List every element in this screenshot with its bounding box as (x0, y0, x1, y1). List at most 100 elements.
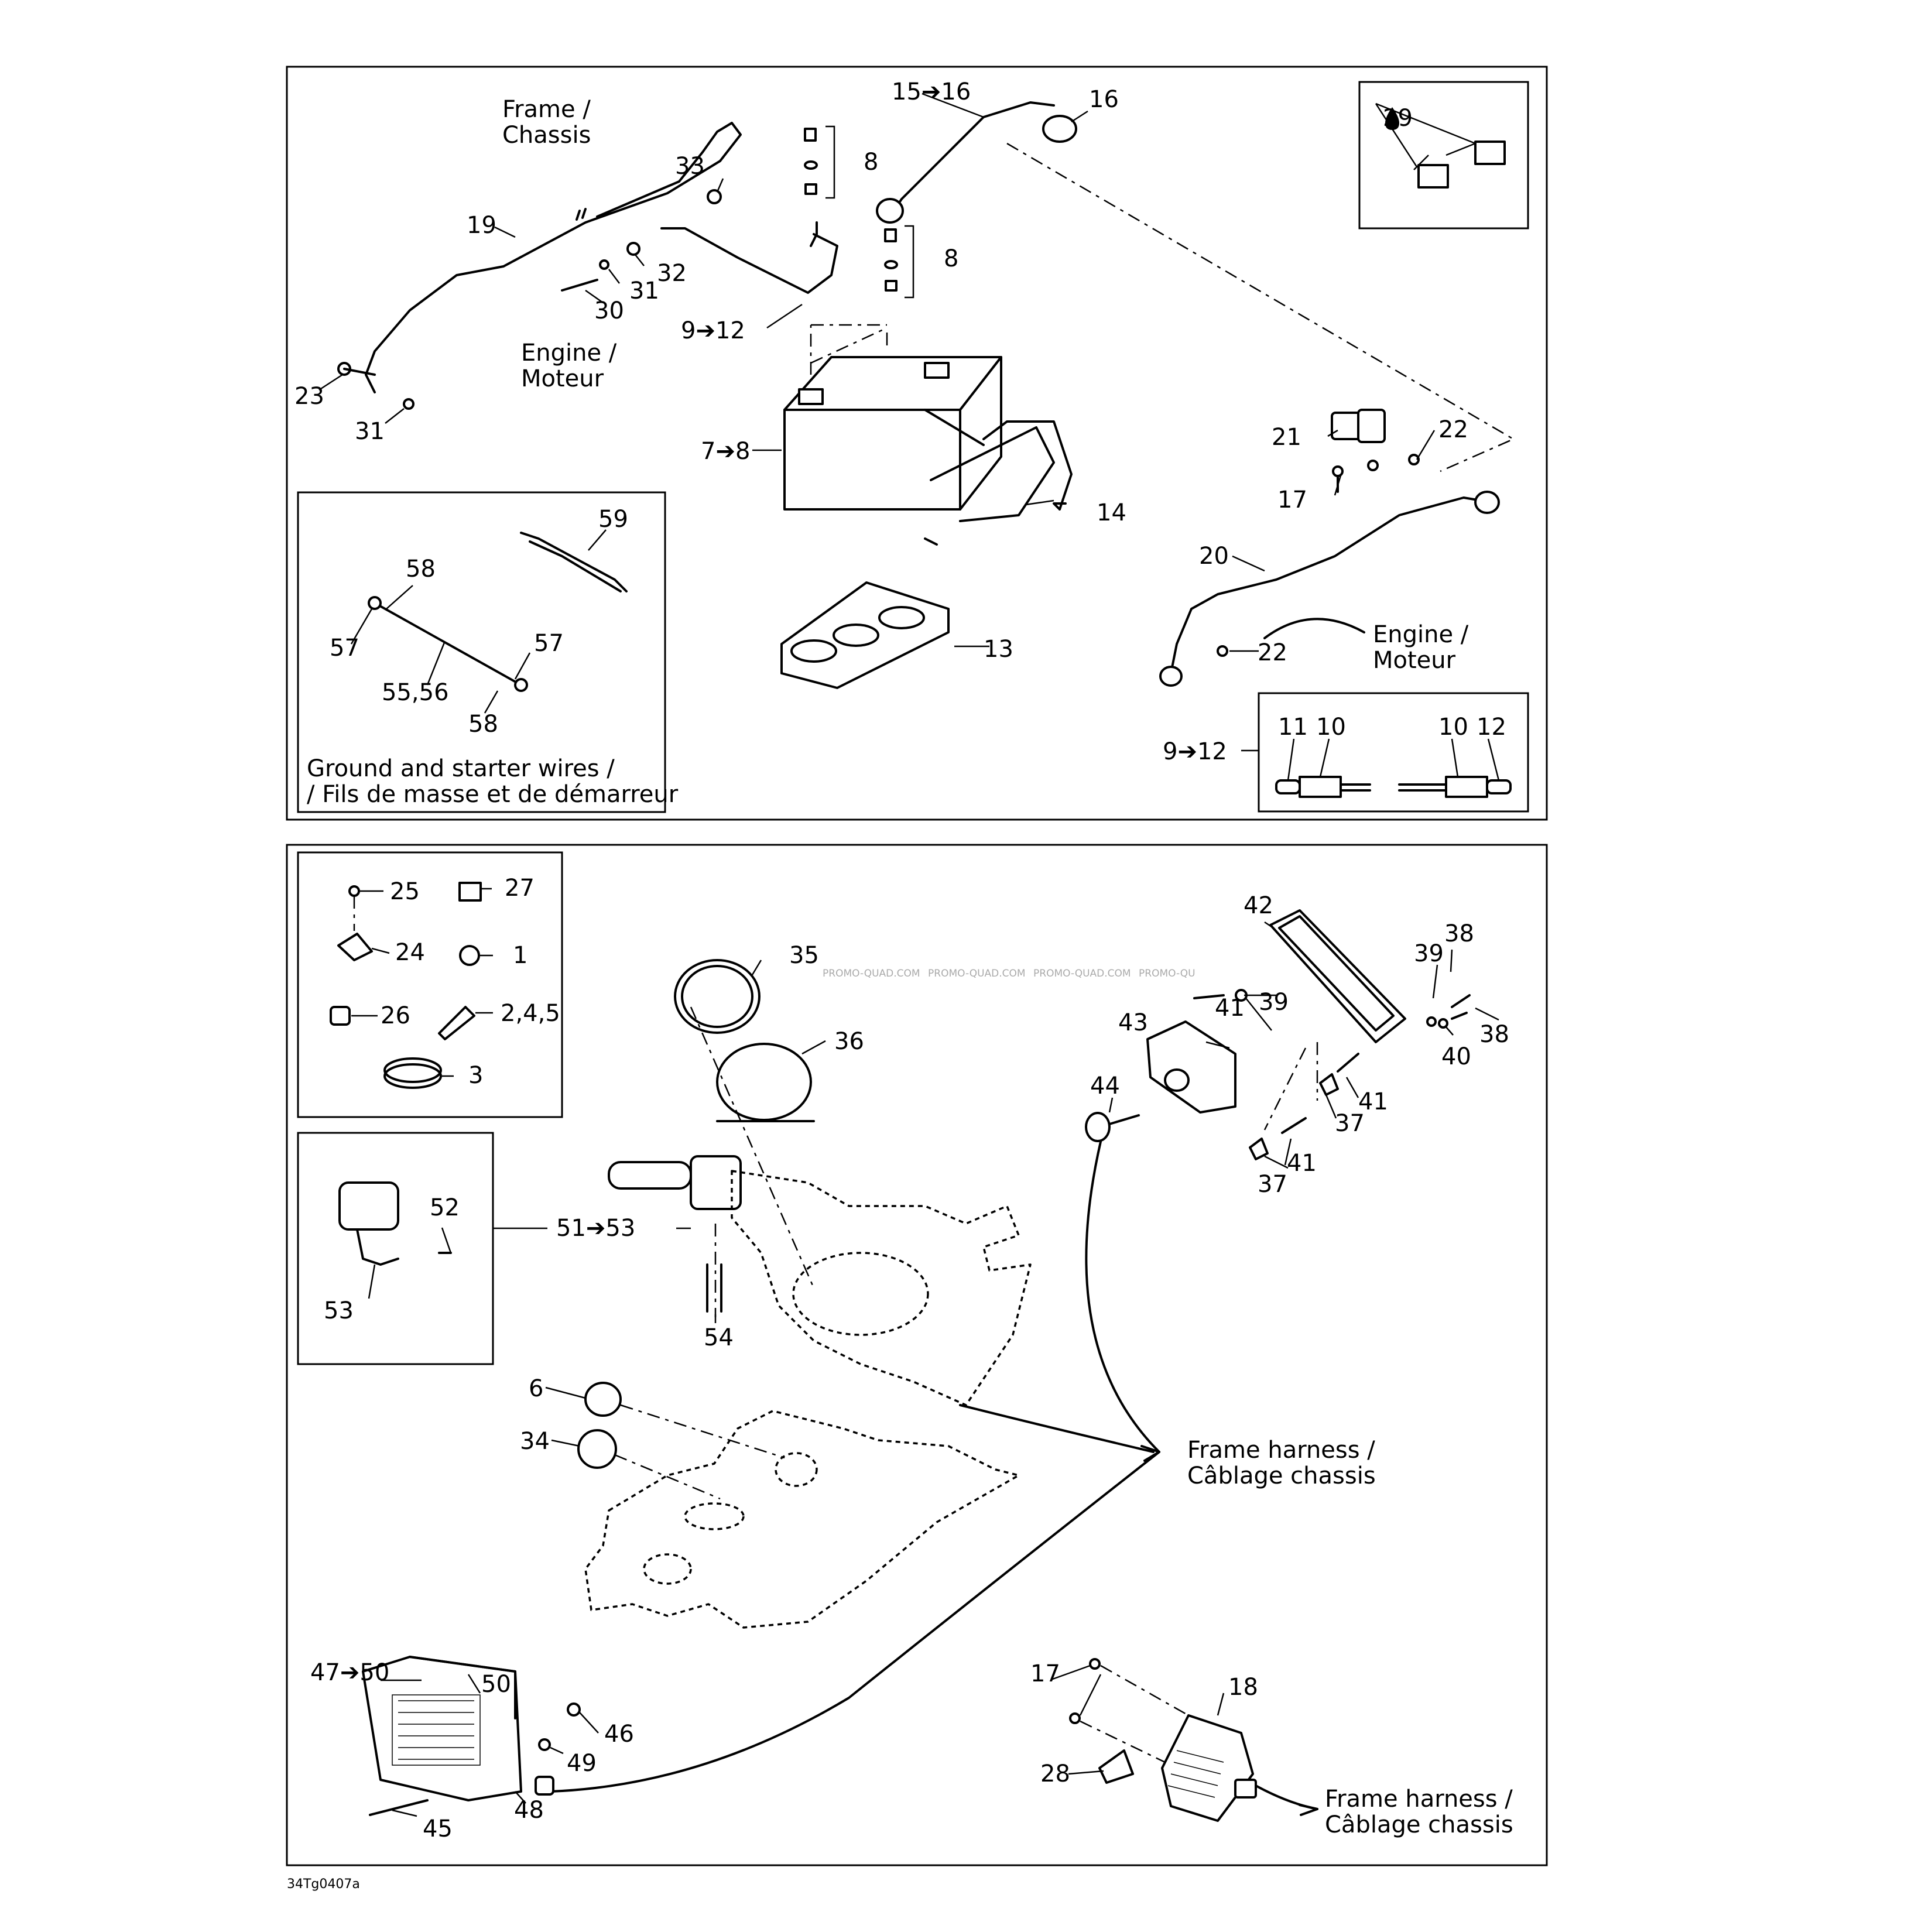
ref-17-bottom: 17 (1030, 1660, 1060, 1687)
ref-54: 54 (704, 1324, 734, 1351)
connector-29a (1417, 164, 1449, 189)
connector-48 (535, 1776, 554, 1796)
ground-wires-label-2: / Fils de masse et de démarreur (307, 781, 679, 808)
ref-38b: 38 (1479, 1021, 1509, 1048)
ref-59: 59 (598, 506, 628, 533)
switch-51-53 (690, 1155, 742, 1210)
starter-cable-20 (1170, 496, 1482, 674)
ground-wire-19 (365, 122, 742, 393)
switch-housing (338, 1181, 399, 1231)
frame-chassis-label-2: Chassis (502, 122, 591, 149)
ref-39a: 39 (1414, 940, 1444, 967)
ref-42: 42 (1244, 892, 1273, 919)
ref-46: 46 (604, 1721, 634, 1748)
nut-37b (1249, 1138, 1269, 1160)
boot-16 (1042, 115, 1077, 143)
ground-wires-label-1: Ground and starter wires / (307, 755, 615, 782)
clip-27 (458, 882, 482, 902)
clamp-3 (383, 1063, 442, 1089)
bottom-panel-frame (286, 844, 1548, 1866)
ref-41b: 41 (1358, 1088, 1388, 1115)
ref-7-8: 7➔8 (701, 438, 750, 465)
ref-23: 23 (294, 383, 324, 410)
nut-32 (626, 242, 640, 256)
ref-34: 34 (520, 1428, 550, 1455)
ref-37a: 37 (1335, 1110, 1365, 1137)
bolt-8b (884, 228, 897, 242)
frame-harness-label-1a: Frame harness / (1187, 1437, 1375, 1464)
ref-57b: 57 (534, 630, 564, 657)
ref-49: 49 (567, 1750, 597, 1777)
ref-11: 11 (1278, 714, 1308, 741)
ref-8b: 8 (944, 245, 958, 272)
regulator-18 (1161, 1714, 1254, 1822)
ref-3: 3 (468, 1062, 483, 1089)
ref-38a: 38 (1444, 920, 1474, 947)
ref-58b: 58 (468, 711, 498, 738)
ref-53: 53 (324, 1297, 354, 1324)
ref-17-top: 17 (1277, 487, 1307, 513)
screws-54 (706, 1263, 722, 1313)
frame-harness-label-2a: Frame harness / (1325, 1786, 1513, 1813)
ref-8a: 8 (864, 149, 878, 176)
ref-24: 24 (395, 939, 425, 966)
screw-41a (1193, 994, 1225, 999)
ref-10b: 10 (1438, 714, 1468, 741)
nut-37a (1319, 1073, 1339, 1096)
ref-22a: 22 (1438, 416, 1468, 443)
ref-35: 35 (789, 942, 819, 969)
ref-48: 48 (514, 1797, 544, 1824)
engine-label-1b: Moteur (521, 365, 604, 392)
ref-1: 1 (513, 942, 527, 969)
ref-41c: 41 (1287, 1150, 1317, 1177)
key-switch-34 (577, 1429, 617, 1469)
ref-31a: 31 (629, 278, 659, 304)
headlight-frame-42 (1269, 909, 1406, 1043)
ref-6: 6 (529, 1375, 543, 1402)
frame-chassis-label-1: Frame / (502, 96, 591, 123)
ref-26: 26 (381, 1002, 410, 1029)
switch-inset (297, 1132, 494, 1365)
bolt-8a (804, 128, 817, 142)
cover-36 (716, 1043, 812, 1121)
nut-22 (1217, 645, 1228, 657)
headlight-43 (1146, 1020, 1236, 1114)
tie-2-4-5 (438, 1006, 475, 1040)
screw-45 (369, 1799, 429, 1816)
screw-41b (1337, 1053, 1359, 1073)
ref-20: 20 (1199, 543, 1229, 570)
ref-10a: 10 (1316, 714, 1346, 741)
nut-31 (403, 398, 415, 410)
ref-58a: 58 (406, 556, 436, 583)
engine-label-2a: Engine / (1373, 621, 1469, 648)
ref-52: 52 (430, 1194, 460, 1221)
handlebar-cover (731, 1170, 1032, 1406)
ref-12: 12 (1477, 714, 1506, 741)
nut-33 (707, 189, 722, 204)
front-fascia (584, 1410, 1020, 1629)
watermark-3: PROMO-QUAD.COM (1033, 968, 1131, 979)
strap-14 (924, 409, 1073, 546)
droplet-icon (1385, 107, 1399, 130)
frame-harness-label-2b: Câblage chassis (1325, 1811, 1513, 1838)
nut-46 (567, 1703, 581, 1717)
ref-40: 40 (1441, 1043, 1471, 1070)
washer-31 (599, 259, 609, 270)
ref-44: 44 (1090, 1073, 1120, 1099)
clamps-inset (297, 851, 563, 1118)
engine-label-1a: Engine / (521, 340, 617, 366)
cable-inset (1258, 692, 1529, 813)
ref-25: 25 (390, 878, 420, 905)
ref-2-4-5: 2,4,5 (501, 1000, 560, 1027)
ref-30: 30 (594, 297, 624, 324)
ref-47-50: 47➔50 (310, 1659, 389, 1686)
ground-wires-inset (297, 491, 666, 813)
figure-code: 34Tg0407a (287, 1877, 360, 1892)
indicator-6 (584, 1382, 622, 1417)
ref-13: 13 (984, 636, 1013, 663)
ref-28: 28 (1040, 1760, 1070, 1787)
ref-32: 32 (657, 260, 687, 287)
ref-14: 14 (1097, 499, 1126, 526)
ref-41a: 41 (1215, 995, 1245, 1022)
crimp-tool-59 (520, 532, 628, 592)
